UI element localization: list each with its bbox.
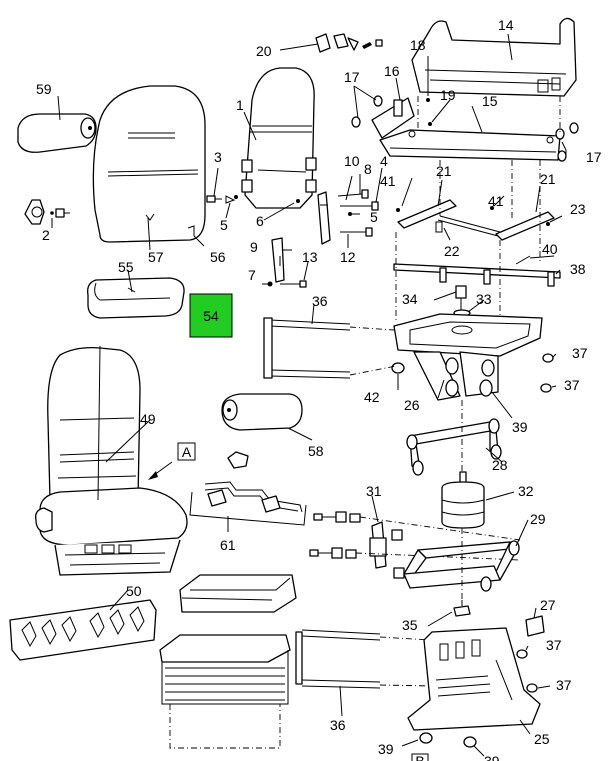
callout-39c: 39 <box>484 753 500 761</box>
callout-39a: 39 <box>512 419 528 435</box>
part-1-back-frame <box>241 67 317 209</box>
callout-3: 3 <box>214 149 222 165</box>
callout-37a: 37 <box>572 345 588 361</box>
callout-40: 40 <box>542 241 558 257</box>
part-20-latch <box>315 33 383 53</box>
callout-49: 49 <box>140 411 156 427</box>
callout-14: 14 <box>498 17 514 33</box>
callout-39b: 39 <box>378 741 394 757</box>
part-38-rod <box>393 255 561 287</box>
callout-57: 57 <box>148 249 164 265</box>
callout-36a: 36 <box>312 293 328 309</box>
part-34-pin <box>453 285 471 317</box>
callout-38: 38 <box>570 261 586 277</box>
part-25-base <box>407 627 541 748</box>
hardware-3-5-6 <box>206 195 300 204</box>
callout-15: 15 <box>482 93 498 109</box>
callout-6: 6 <box>256 213 264 229</box>
callout-31: 31 <box>366 483 382 499</box>
callout-41b: 41 <box>488 193 504 209</box>
callout-5a: 5 <box>220 217 228 233</box>
part-59-armrest <box>17 113 97 153</box>
part-31-shock <box>309 511 521 579</box>
callout-32: 32 <box>518 483 534 499</box>
bellows-boot <box>159 574 297 749</box>
callout-17b: 17 <box>586 149 602 165</box>
callout-29: 29 <box>530 511 546 527</box>
callout-35: 35 <box>402 617 418 633</box>
part-9-lever <box>267 237 307 288</box>
part-61-bracket <box>189 451 307 526</box>
callout-10: 10 <box>344 153 360 169</box>
part-35-clip <box>453 600 471 617</box>
callout-42: 42 <box>364 389 380 405</box>
callout-28: 28 <box>492 457 508 473</box>
part-17-washers-left <box>351 95 383 128</box>
part-15-rails <box>379 122 579 162</box>
callout-59: 59 <box>36 81 52 97</box>
callout-1: 1 <box>236 97 244 113</box>
callout-37c: 37 <box>546 637 562 653</box>
part-54-callout[interactable]: 54 <box>189 293 233 338</box>
callout-4: 4 <box>380 153 388 169</box>
part-27-cap <box>525 615 545 637</box>
callout-36b: 36 <box>330 717 346 733</box>
leader-lines <box>51 33 567 757</box>
callout-16: 16 <box>384 63 400 79</box>
view-a-marker: A <box>148 442 196 480</box>
part-29-scissor <box>403 540 520 592</box>
part-36-upper-rod <box>263 317 397 379</box>
callout-41a: 41 <box>380 173 396 189</box>
view-b-marker: B <box>411 753 429 761</box>
part-57-back-cushion <box>92 85 206 243</box>
callout-50: 50 <box>126 583 142 599</box>
callout-18: 18 <box>410 37 426 53</box>
callout-26: 26 <box>404 397 420 413</box>
part-55-seat-cushion <box>87 277 185 319</box>
callout-labels: 59 1 3 2 5 6 57 56 10 8 4 5 12 9 7 13 20… <box>36 17 602 761</box>
callout-8: 8 <box>364 161 372 177</box>
part-37-washers <box>516 353 554 693</box>
callout-13: 13 <box>302 249 318 265</box>
callout-9: 9 <box>250 239 258 255</box>
part-28-link <box>406 418 502 476</box>
callout-2: 2 <box>42 227 50 243</box>
callout-20: 20 <box>256 43 272 59</box>
view-label-b: B <box>415 753 424 761</box>
callout-37b: 37 <box>564 377 580 393</box>
part-26-lower-pan <box>391 313 543 401</box>
callout-61: 61 <box>220 537 236 553</box>
callout-58: 58 <box>308 443 324 459</box>
part-32-air-spring <box>441 471 485 529</box>
part-49-seat-assembly <box>35 345 188 576</box>
callout-22: 22 <box>444 243 460 259</box>
callout-34: 34 <box>402 291 418 307</box>
callout-37d: 37 <box>556 677 572 693</box>
callout-55: 55 <box>118 259 134 275</box>
view-label-a: A <box>182 444 192 460</box>
callout-21a: 21 <box>436 163 452 179</box>
part-50-control-panel <box>9 599 157 661</box>
callout-12: 12 <box>340 249 356 265</box>
part-10-bracket <box>317 189 379 245</box>
callout-25: 25 <box>534 731 550 747</box>
part-14-seat-pan <box>411 17 577 97</box>
alignment-lines <box>395 96 561 606</box>
callout-19: 19 <box>440 87 456 103</box>
part-36-lower-rod <box>295 629 433 689</box>
callout-5b: 5 <box>370 209 378 225</box>
part-21-slides <box>396 199 555 241</box>
callout-21b: 21 <box>540 171 556 187</box>
part-2-knob <box>24 199 70 225</box>
callout-27: 27 <box>540 597 556 613</box>
callout-33: 33 <box>476 291 492 307</box>
part-58-armrest <box>221 393 303 431</box>
callout-17a: 17 <box>344 69 360 85</box>
callout-23: 23 <box>570 201 586 217</box>
callout-7: 7 <box>248 267 256 283</box>
callout-56: 56 <box>210 249 226 265</box>
callout-54: 54 <box>203 308 219 324</box>
